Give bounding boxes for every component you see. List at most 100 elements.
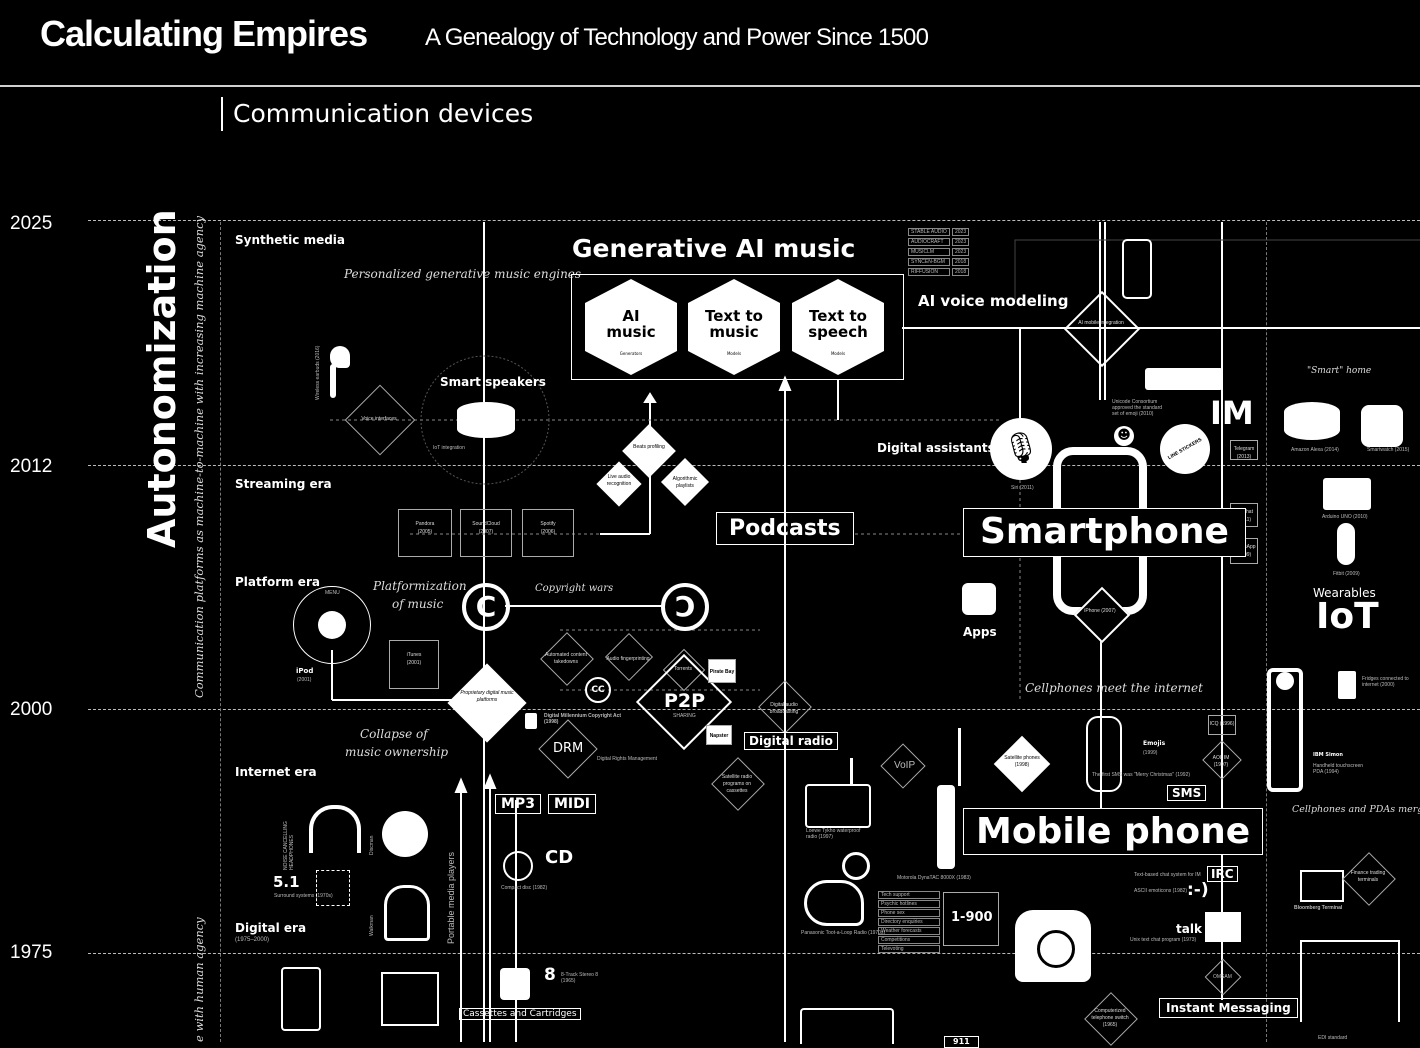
pirate-bay-box: Pirate Bay <box>708 659 736 683</box>
motorola-label: Motorola DynaTAC 8000X (1983) <box>897 875 971 881</box>
ipod-center <box>318 611 346 639</box>
eight-label: 8 <box>544 965 556 985</box>
text-chat-label: Text-based chat system for IM <box>1134 872 1201 878</box>
p2p-label: P2P <box>664 690 706 712</box>
hotline-frame <box>943 892 999 946</box>
hex-sub: Generators <box>619 351 643 356</box>
copyright-icon: C <box>462 583 510 631</box>
talk-label: talk <box>1176 922 1202 936</box>
iot-integration-label: IoT integration <box>433 445 465 451</box>
nokia-phone-icon <box>1086 716 1122 792</box>
wearables-label: Wearables <box>1313 586 1376 600</box>
model-year: 2023 <box>952 248 970 256</box>
ai-voice-label: AI voice modeling <box>918 292 1069 310</box>
walkman-icon <box>384 885 430 941</box>
hotline-item: Psychic hotlines <box>878 900 940 908</box>
hex-sub: Models <box>830 351 846 356</box>
surround-label: 5.1 <box>273 873 300 891</box>
digital-broadcasting-label: Digital audio broadcasting <box>769 702 799 715</box>
year-label-2012: 2012 <box>10 456 53 477</box>
brick-phone-icon <box>937 785 955 869</box>
itunes-box: iTunes(2001) <box>389 640 439 689</box>
radio-antenna-icon <box>850 758 853 784</box>
walkman-label: Walkman <box>369 915 375 936</box>
ibm-simon-sub: Handheld touchscreen PDA (1994) <box>1313 763 1364 775</box>
hex-label: AI music <box>606 307 656 341</box>
year-label-2025: 2025 <box>10 213 53 234</box>
ipod-wheel <box>293 586 371 664</box>
model-name: STABLE AUDIO <box>908 228 950 236</box>
caption-collapse-1: Collapse of <box>360 727 428 741</box>
site-title[interactable]: Calculating Empires <box>40 13 368 54</box>
torrents-label: Torrents <box>673 666 693 672</box>
recognition-label: Live audio recognition <box>606 474 632 487</box>
emoji-icon: ☻ <box>1114 426 1134 446</box>
caption-cellphones-internet: Cellphones meet the internet <box>1025 681 1203 695</box>
service-soundcloud: SoundCloud(2007) <box>460 509 512 557</box>
emojis-year: (1999) <box>1143 750 1158 756</box>
emoticon-label: :-) <box>1187 880 1209 900</box>
model-year: 2018 <box>952 258 970 266</box>
service-year: (2005) <box>417 529 433 535</box>
compact-disc-label: Compact disc (1982) <box>501 885 548 891</box>
edi-label: EDI standard <box>1318 1035 1348 1041</box>
eight-track-icon <box>500 968 530 1000</box>
hex-sub: Models <box>726 351 742 356</box>
service-name: Spotify <box>540 521 556 527</box>
eight-sub: 8-Track Stereo 8 (1965) <box>561 972 599 984</box>
year-gridline <box>88 220 1420 221</box>
radio-icon <box>805 784 871 828</box>
microphone-icon: 🎙 <box>990 418 1052 480</box>
model-name: SYNCEN-BGM <box>908 258 950 266</box>
cassettes-box: Cassettes and Cartridges <box>459 1008 581 1020</box>
loop-radio-knob-icon <box>842 852 870 880</box>
amazon-alexa-label: Amazon Alexa (2014) <box>1291 447 1339 453</box>
earbud-icon <box>330 346 350 368</box>
im-label: IM <box>1210 394 1254 432</box>
hotline-label: 1-900 <box>951 910 993 925</box>
sms-box: SMS <box>1167 785 1207 801</box>
year-label-1975: 1975 <box>10 942 53 963</box>
brick-phone-antenna-icon <box>958 728 961 786</box>
service-year: (2006) <box>540 529 556 535</box>
bloomberg-icon <box>1300 870 1344 902</box>
smart-speaker-icon <box>457 402 515 438</box>
fitbit-icon <box>1337 523 1355 565</box>
takedown-label: Automated content takedowns <box>545 652 587 665</box>
service-spotify: Spotify (2006) <box>522 509 574 557</box>
voice-interfaces-label: Voice interfaces <box>361 416 397 422</box>
caption-collapse-2: music ownership <box>345 745 449 759</box>
model-year: 2023 <box>952 238 970 246</box>
modern-phone-icon <box>1122 239 1152 299</box>
boombox-icon <box>800 1008 894 1044</box>
edi-terminal-icon <box>1300 940 1400 1022</box>
cd-icon <box>503 851 533 881</box>
pager-icon <box>1145 368 1223 390</box>
ibm-simon-icon <box>1267 668 1303 792</box>
fingerprinting-label: Audio fingerprinting <box>606 656 650 662</box>
headphones-icon <box>309 805 361 853</box>
discman-icon <box>382 811 428 857</box>
merry-christmas-label: The first SMS was "Merry Christmas" (199… <box>1092 772 1191 778</box>
irc-box: IRC <box>1207 866 1238 882</box>
instant-messaging-box: Instant Messaging <box>1159 998 1298 1018</box>
rotary-dial-icon <box>1037 930 1075 968</box>
arduino-label: Arduino UNO (2010) <box>1322 514 1368 520</box>
smartphone-box: Smartphone <box>963 508 1246 557</box>
hex-label: Text to speech <box>808 307 868 341</box>
fridges-label: Fridges connected to internet (2000) <box>1362 676 1409 688</box>
earbuds-label: Wireless earbuds (2016) <box>315 345 321 400</box>
proprietary-label: Proprietary digital music platforms <box>460 690 514 703</box>
model-year: 2023 <box>952 228 970 236</box>
podcasts-box: Podcasts <box>716 512 854 545</box>
napster-box: Napster <box>706 725 732 745</box>
hotline-item: Weather forecasts <box>878 927 940 935</box>
caption-platformization-2: of music <box>392 597 444 611</box>
caption-pdas-merge: Cellphones and PDAs merge <box>1292 804 1420 815</box>
era-digital: Digital era <box>235 921 307 935</box>
drm-label: DRM <box>553 741 584 756</box>
hotline-list: Tech support Psychic hotlines Phone sex … <box>878 891 940 953</box>
generative-ai-music-title: Generative AI music <box>572 234 856 263</box>
mobile-phone-box: Mobile phone <box>963 808 1264 855</box>
caption-personalized: Personalized generative music engines <box>344 267 582 281</box>
